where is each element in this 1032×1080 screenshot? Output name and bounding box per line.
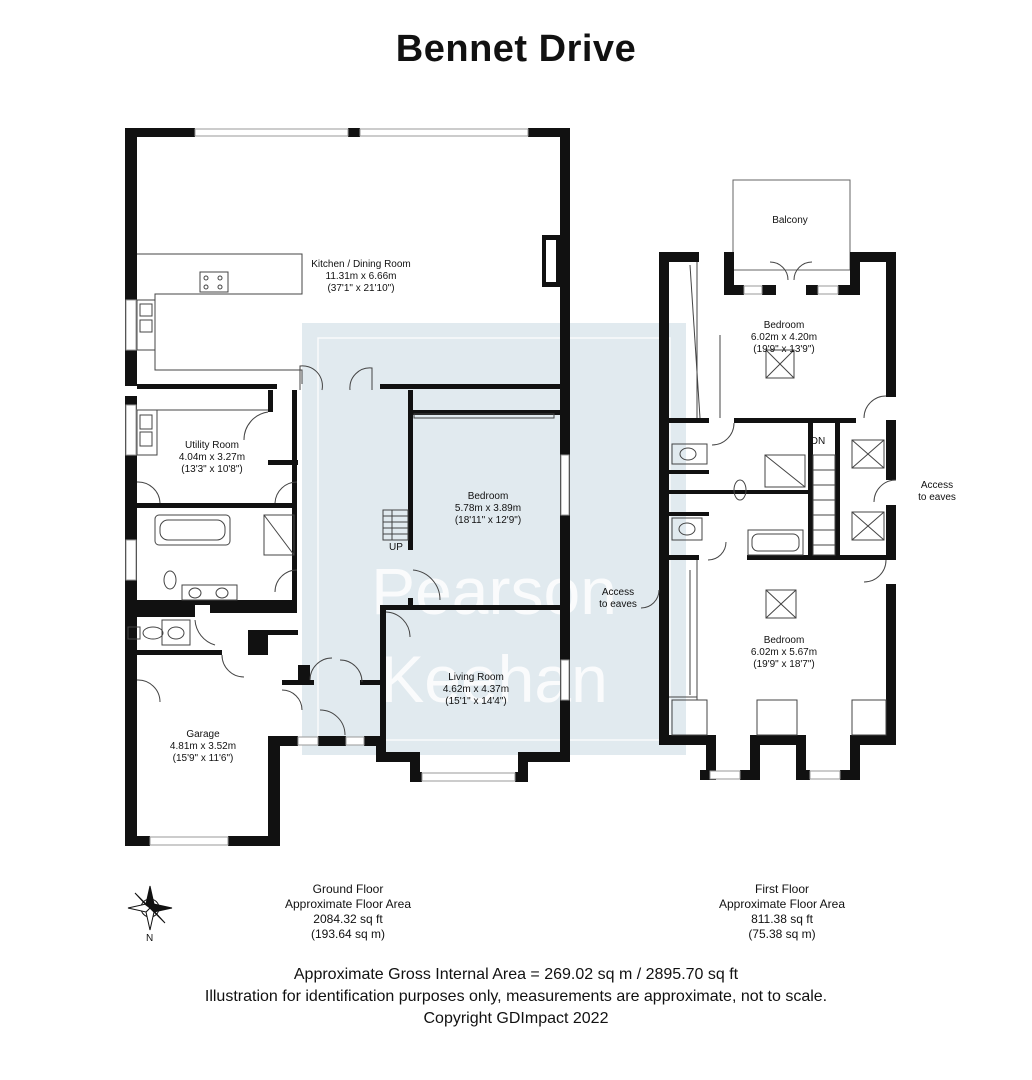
compass-north-label: N	[146, 933, 154, 944]
footer: Approximate Gross Internal Area = 269.02…	[0, 964, 1032, 1030]
copyright-text: Copyright GDImpact 2022	[423, 1010, 609, 1027]
first-floor-walls	[659, 252, 896, 780]
hall-fittings	[281, 365, 555, 736]
balcony	[732, 179, 851, 271]
compass-icon	[127, 885, 173, 931]
stairs-down-label: DN	[810, 436, 826, 447]
balcony-label: Balcony	[772, 215, 808, 226]
kitchen-fittings	[136, 253, 303, 384]
ground-floor-windows	[125, 128, 570, 846]
gross-area-text: Approximate Gross Internal Area = 269.02…	[293, 966, 739, 983]
stairs-up-label: UP	[389, 542, 403, 553]
disclaimer-text: Illustration for identification purposes…	[204, 988, 828, 1005]
bathroom-fittings	[127, 514, 298, 703]
first-floor-windows	[709, 285, 841, 780]
page-title: Bennet Drive	[395, 28, 637, 70]
first-floor-fittings	[640, 261, 897, 736]
utility-fittings	[136, 409, 298, 504]
watermark-text-1: Pearson	[371, 554, 617, 628]
